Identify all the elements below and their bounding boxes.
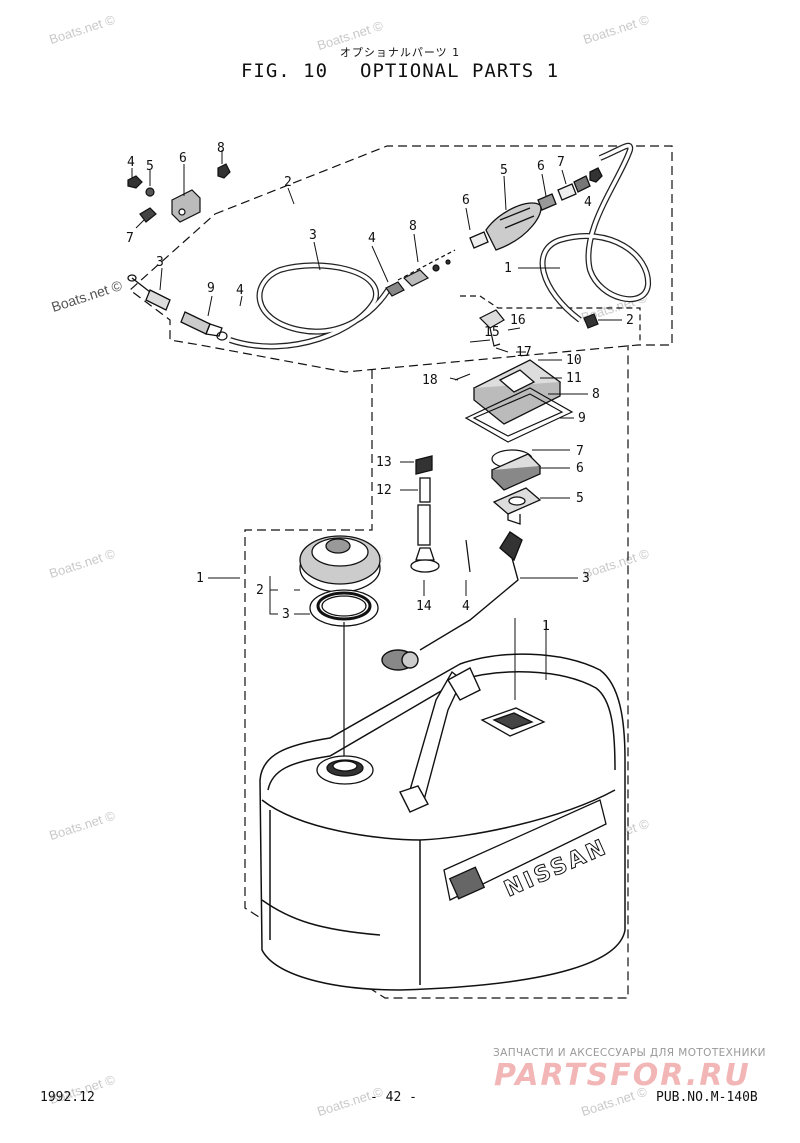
- tank-filler-neck: [316, 755, 374, 785]
- cover-gasket: [464, 387, 574, 443]
- page-title: FIG. 10 OPTIONAL PARTS 1: [0, 60, 800, 82]
- callout: 11: [566, 371, 582, 386]
- filler-cap: [299, 535, 381, 593]
- callout: 16: [510, 313, 526, 328]
- callout: 15: [484, 325, 500, 340]
- callout: 4: [368, 231, 376, 246]
- callout: 4: [462, 599, 470, 614]
- callout: 1: [504, 261, 512, 276]
- callout: 4: [236, 283, 244, 298]
- callout: 9: [578, 411, 586, 426]
- gauge-housing: [490, 453, 542, 491]
- callout: 3: [282, 607, 290, 622]
- callout: 3: [582, 571, 590, 586]
- tank-connector: [127, 274, 171, 311]
- callout: 5: [576, 491, 584, 506]
- hose-clip: [583, 313, 599, 329]
- screw-6: [465, 539, 471, 573]
- callout: 8: [217, 141, 225, 156]
- callout: 13: [376, 455, 392, 470]
- callout: 18: [422, 373, 438, 388]
- gauge-mount: [480, 707, 546, 737]
- callout: 9: [207, 281, 215, 296]
- hose-joint: [180, 311, 223, 337]
- brand-logo: PARTSFOR.RU: [494, 1058, 751, 1093]
- callout: 10: [566, 353, 582, 368]
- bracket-small-parts: [127, 163, 231, 223]
- gauge-bracket: [492, 487, 542, 525]
- fuel-tank-body: [259, 653, 626, 991]
- hose-group-outline: [129, 145, 673, 373]
- fig-label: FIG. 10: [240, 60, 329, 82]
- callout: 7: [576, 444, 584, 459]
- pickup-pipe: [410, 455, 440, 573]
- callout: 14: [416, 599, 432, 614]
- cap-gasket: [309, 589, 379, 627]
- callout: 2: [626, 313, 634, 328]
- callout: 17: [516, 345, 532, 360]
- tank-group-bracket: [460, 295, 641, 345]
- callout: 2: [284, 175, 292, 190]
- nissan-emblem: [443, 799, 607, 901]
- tank-handle: [399, 667, 481, 813]
- hose-fittings: [385, 249, 456, 297]
- callout: 2: [256, 583, 264, 598]
- hose-clamp: [216, 331, 228, 341]
- subtitle-jp: オプショナルパーツ 1: [339, 46, 461, 59]
- footer-date: 1992.12: [40, 1090, 95, 1105]
- title-text: OPTIONAL PARTS 1: [360, 60, 560, 82]
- callout: 4: [584, 195, 592, 210]
- leader-lines: [131, 150, 622, 700]
- callout: 12: [376, 483, 392, 498]
- callout-labels: 2 3 4 8 5 6 7 6 4 1 2 3 9 4 4 5 6 8 7 15…: [126, 141, 634, 634]
- float-arm: [381, 531, 523, 671]
- gauge-cover: [472, 359, 562, 425]
- callout: 3: [309, 228, 317, 243]
- callout: 1: [196, 571, 204, 586]
- gauge-knob: [478, 309, 505, 347]
- callout: 6: [179, 151, 187, 166]
- callout: 3: [156, 255, 164, 270]
- callout: 4: [127, 155, 135, 170]
- callout: 8: [409, 219, 417, 234]
- callout: 7: [557, 155, 565, 170]
- brand-tagline: ЗАПЧАСТИ И АКСЕССУАРЫ ДЛЯ МОТОТЕХНИКИ: [493, 1047, 766, 1059]
- callout: 6: [462, 193, 470, 208]
- tank-group-outline: [244, 345, 629, 999]
- callout: 6: [576, 461, 584, 476]
- callout: 7: [126, 231, 134, 246]
- callout: 5: [500, 163, 508, 178]
- callout: 6: [537, 159, 545, 174]
- primer-bulb: [469, 167, 603, 251]
- callout: 1: [542, 619, 550, 634]
- screw-19: [454, 373, 471, 381]
- footer-page-number: - 42 -: [370, 1090, 417, 1105]
- footer-pub-number: PUB.NO.M-140B: [656, 1090, 758, 1105]
- callout: 8: [592, 387, 600, 402]
- callout: 5: [146, 159, 154, 174]
